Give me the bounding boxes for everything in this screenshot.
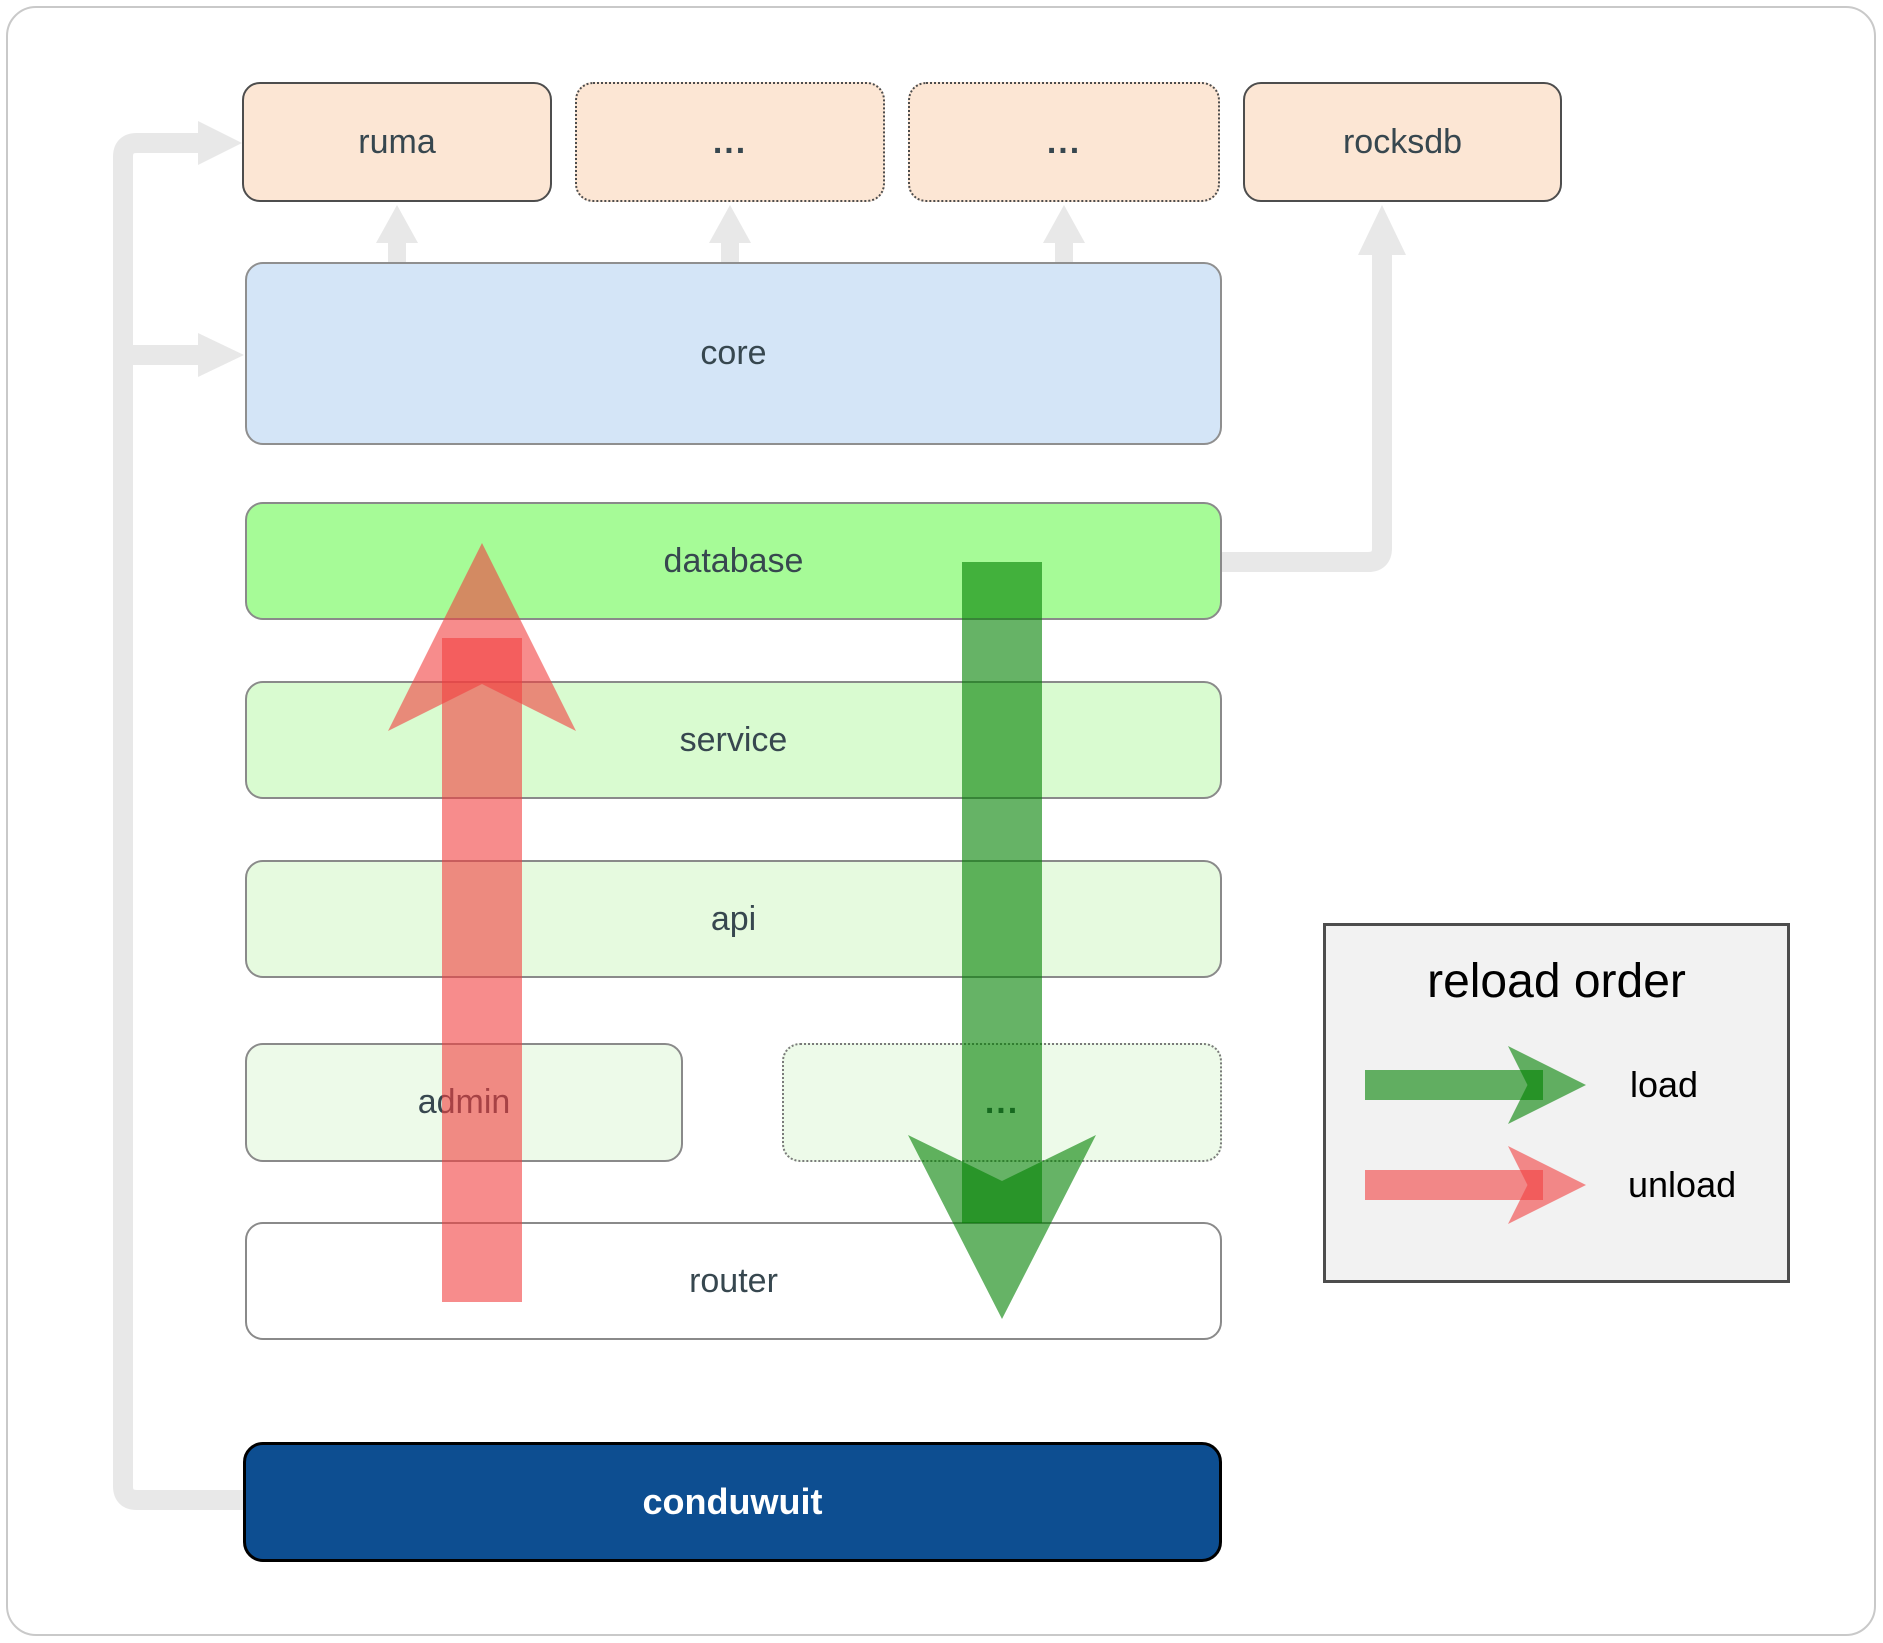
arrow-core-to-dots2-icon bbox=[1043, 205, 1085, 262]
box-router-label: router bbox=[689, 1261, 778, 1300]
box-ellipsis-2-label: ... bbox=[1046, 122, 1082, 161]
arrow-core-to-ruma-icon bbox=[376, 205, 418, 262]
legend-load-label: load bbox=[1630, 1064, 1699, 1105]
box-ruma: ruma bbox=[242, 82, 552, 202]
box-api-label: api bbox=[710, 899, 757, 938]
box-rocksdb: rocksdb bbox=[1243, 82, 1562, 202]
legend-unload-label: unload bbox=[1628, 1164, 1737, 1205]
unload-arrow-shaft-icon bbox=[442, 638, 522, 1302]
box-router: router bbox=[245, 1222, 1222, 1340]
box-core-label: core bbox=[700, 334, 767, 372]
legend-load-arrow-icon bbox=[1365, 1070, 1543, 1100]
box-conduwuit-label: conduwuit bbox=[642, 1481, 823, 1522]
box-ruma-label: ruma bbox=[358, 122, 436, 161]
legend-title: reload order bbox=[1427, 955, 1686, 1008]
box-service: service bbox=[245, 681, 1222, 799]
box-api: api bbox=[245, 860, 1222, 978]
connector-database-to-rocksdb bbox=[1222, 253, 1392, 572]
arrowhead-into-core-icon bbox=[198, 333, 244, 377]
box-ellipsis-1-label: ... bbox=[712, 122, 748, 161]
arrow-core-to-dots1-icon bbox=[709, 205, 751, 262]
arrowhead-into-ruma-icon bbox=[198, 121, 242, 165]
box-database: database bbox=[245, 502, 1222, 620]
box-rocksdb-label: rocksdb bbox=[1342, 122, 1463, 161]
diagram-border bbox=[6, 6, 1876, 1636]
box-service-label: service bbox=[679, 720, 788, 759]
box-conduwuit: conduwuit bbox=[243, 1442, 1222, 1562]
box-ellipsis-1: ... bbox=[575, 82, 885, 202]
load-arrow-shaft-icon bbox=[962, 562, 1042, 1223]
legend: reload order load unload bbox=[1323, 923, 1790, 1283]
arrowhead-into-rocksdb-icon bbox=[1358, 205, 1406, 255]
box-ellipsis-2: ... bbox=[908, 82, 1220, 202]
legend-unload-arrow-icon bbox=[1365, 1170, 1543, 1200]
box-core: core bbox=[245, 262, 1222, 445]
box-database-label: database bbox=[663, 541, 804, 580]
connector-conduwuit-to-ruma bbox=[113, 133, 243, 1510]
